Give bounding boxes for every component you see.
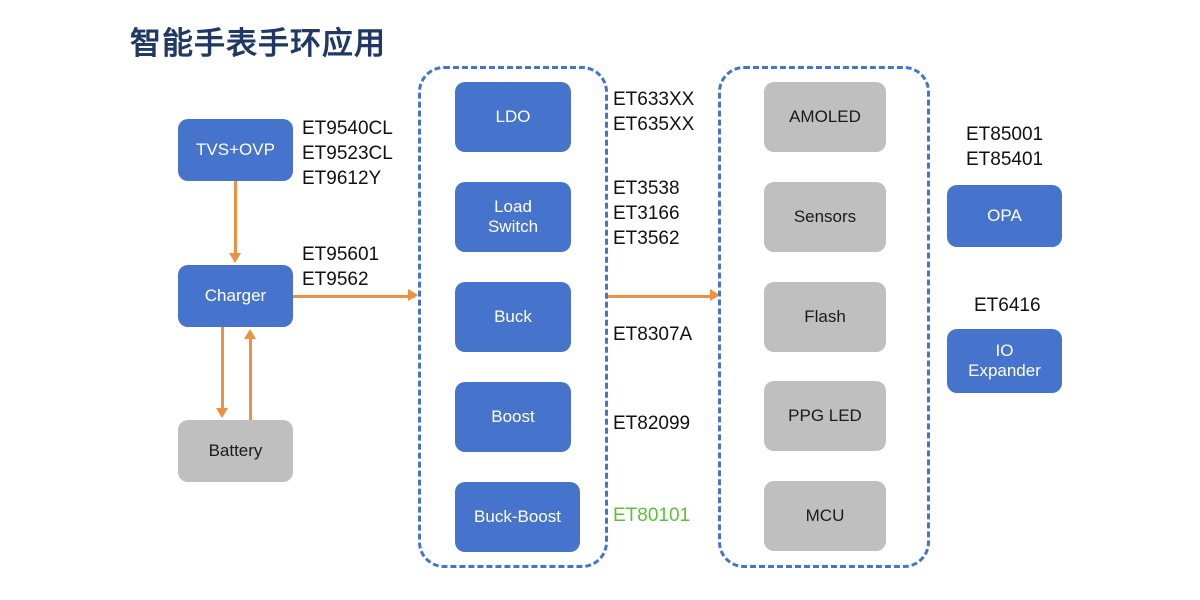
connector-charger-to-pm-arrowhead xyxy=(408,289,418,301)
connector-pm-to-system-line xyxy=(608,295,716,298)
block-battery-label: Battery xyxy=(208,440,263,460)
block-charger[interactable]: Charger xyxy=(178,265,293,327)
label-io-expander-parts: ET6416 xyxy=(974,295,1041,316)
label-tvs-ovp-parts: ET9540CL ET9523CL ET9612Y xyxy=(302,118,393,190)
block-boost-label: Boost xyxy=(491,406,535,426)
block-amoled[interactable]: AMOLED xyxy=(764,82,886,152)
block-ldo-label: LDO xyxy=(495,106,531,126)
system-load-group xyxy=(718,66,930,568)
block-buck-boost-label: Buck-Boost xyxy=(474,506,561,526)
block-io-expander[interactable]: IO Expander xyxy=(947,329,1062,393)
block-ppg-led-label: PPG LED xyxy=(788,405,862,425)
block-buck-boost[interactable]: Buck-Boost xyxy=(455,482,580,552)
connector-battery-to-charger-line xyxy=(249,338,252,420)
connector-battery-to-charger-arrowhead xyxy=(244,329,256,339)
label-load-switch-parts: ET3538 ET3166 ET3562 xyxy=(613,178,680,250)
block-buck[interactable]: Buck xyxy=(455,282,571,352)
label-boost-parts: ET82099 xyxy=(613,413,691,434)
block-boost[interactable]: Boost xyxy=(455,382,571,452)
block-flash[interactable]: Flash xyxy=(764,282,886,352)
block-charger-label: Charger xyxy=(204,285,267,305)
connector-pm-to-system-arrowhead xyxy=(710,289,720,301)
power-management-group xyxy=(418,66,608,568)
block-sensors[interactable]: Sensors xyxy=(764,182,886,252)
block-ldo[interactable]: LDO xyxy=(455,82,571,152)
block-opa[interactable]: OPA xyxy=(947,185,1062,247)
label-opa-parts: ET85001 ET85401 xyxy=(966,124,1044,171)
page-title: 智能手表手环应用 xyxy=(130,26,386,61)
label-buck-parts: ET8307A xyxy=(613,324,693,345)
block-amoled-label: AMOLED xyxy=(789,106,861,126)
connector-charger-to-pm-line xyxy=(293,295,415,298)
connector-tvs-to-charger-arrowhead xyxy=(229,253,241,263)
connector-charger-to-battery-line xyxy=(221,327,224,410)
connector-tvs-to-charger-line xyxy=(234,181,237,255)
block-ppg-led[interactable]: PPG LED xyxy=(764,381,886,451)
block-load-switch-label: Load Switch xyxy=(487,196,539,236)
block-tvs-ovp[interactable]: TVS+OVP xyxy=(178,119,293,181)
block-flash-label: Flash xyxy=(804,306,846,326)
block-opa-label: OPA xyxy=(987,205,1022,225)
block-tvs-ovp-label: TVS+OVP xyxy=(196,139,275,159)
block-battery[interactable]: Battery xyxy=(178,420,293,482)
block-mcu[interactable]: MCU xyxy=(764,481,886,551)
label-buck-boost-parts: ET80101 xyxy=(613,505,691,526)
block-sensors-label: Sensors xyxy=(793,206,857,226)
block-io-expander-label: IO Expander xyxy=(968,340,1041,380)
connector-charger-to-battery-arrowhead xyxy=(216,408,228,418)
block-mcu-label: MCU xyxy=(805,505,845,525)
label-ldo-parts: ET633XX ET635XX xyxy=(613,89,695,136)
block-load-switch[interactable]: Load Switch xyxy=(455,182,571,252)
block-buck-label: Buck xyxy=(494,306,532,326)
label-charger-parts: ET95601 ET9562 xyxy=(302,244,380,291)
